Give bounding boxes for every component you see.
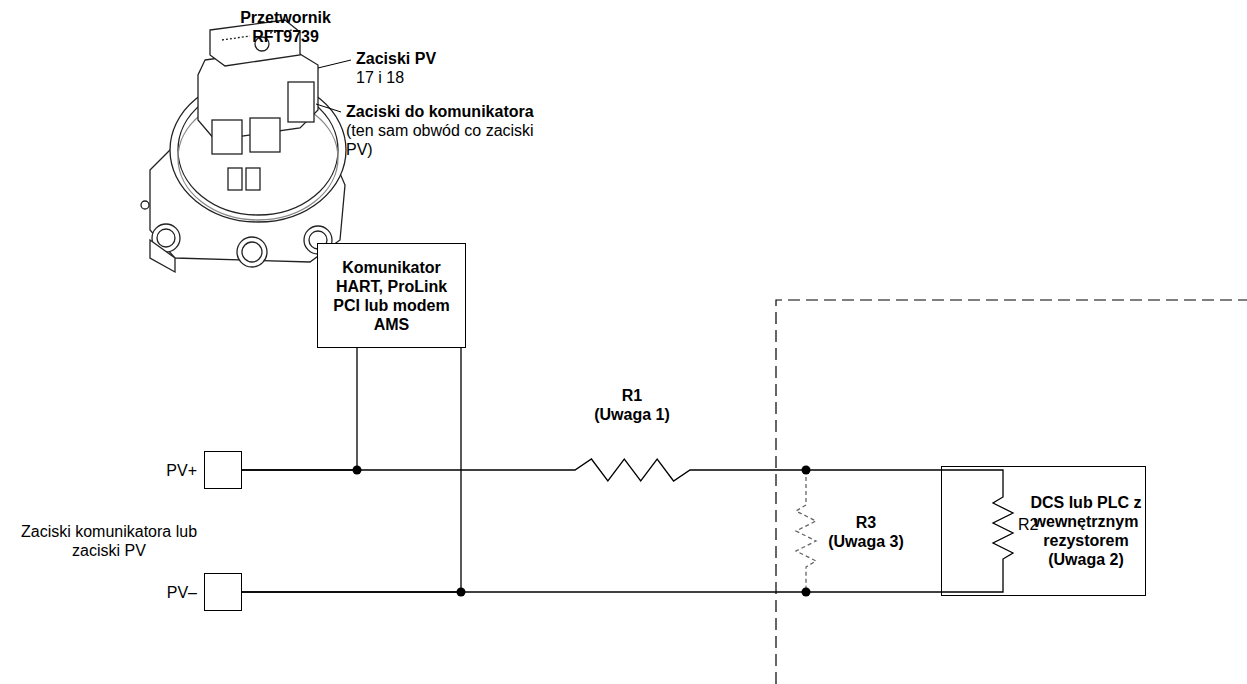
leader-line [316, 104, 341, 112]
wire [242, 348, 357, 470]
resistor-label: R3 (Uwaga 3) [826, 513, 906, 551]
terminal-caption: Zaciski komunikatora lub zaciski PV [20, 522, 198, 560]
mounting-flange [150, 240, 175, 272]
resistor-symbol [941, 470, 1013, 592]
resistor-label: R1 (Uwaga 1) [592, 386, 672, 424]
terminal-name: PV– [167, 583, 197, 602]
terminal-label: Zaciski do komunikatora [346, 102, 534, 121]
wire [242, 591, 941, 592]
boundary-dashed [776, 300, 1247, 684]
device-title: Przetwornik RFT9739 [218, 8, 353, 46]
controller-box: DCS lub PLC z wewnętrznym rezystorem (Uw… [941, 466, 1146, 596]
box-text: Komunikator HART, ProLink PCI lub modem … [318, 258, 465, 334]
resistor-symbol [796, 470, 816, 592]
leader-line [318, 60, 351, 68]
conduit-port [157, 229, 175, 247]
box-text: DCS lub PLC z wewnętrznym rezystorem (Uw… [1028, 493, 1144, 569]
junction-dots [353, 466, 811, 597]
terminal-numbers: 17 i 18 [356, 68, 404, 87]
terminal-label: Zaciski PV [356, 49, 436, 68]
terminal-block [288, 82, 314, 122]
terminal-square: PV– [204, 573, 242, 611]
conduit-port [237, 237, 267, 267]
note-text: (ten sam obwód co zaciski PV) [346, 121, 551, 159]
device-box: Komunikator HART, ProLink PCI lub modem … [317, 243, 466, 348]
wire-with-resistor [242, 459, 941, 481]
conduit-port [242, 242, 262, 262]
terminal-block [250, 118, 280, 152]
terminal-square: PV+ [204, 451, 242, 489]
terminal-block [212, 120, 242, 154]
resistor-label: R2 [1018, 515, 1038, 534]
terminal-name: PV+ [166, 461, 197, 480]
ground-screw [141, 201, 149, 209]
comm-terminal [246, 168, 260, 190]
comm-terminal [228, 168, 242, 190]
transmitter-illustration [141, 20, 346, 272]
